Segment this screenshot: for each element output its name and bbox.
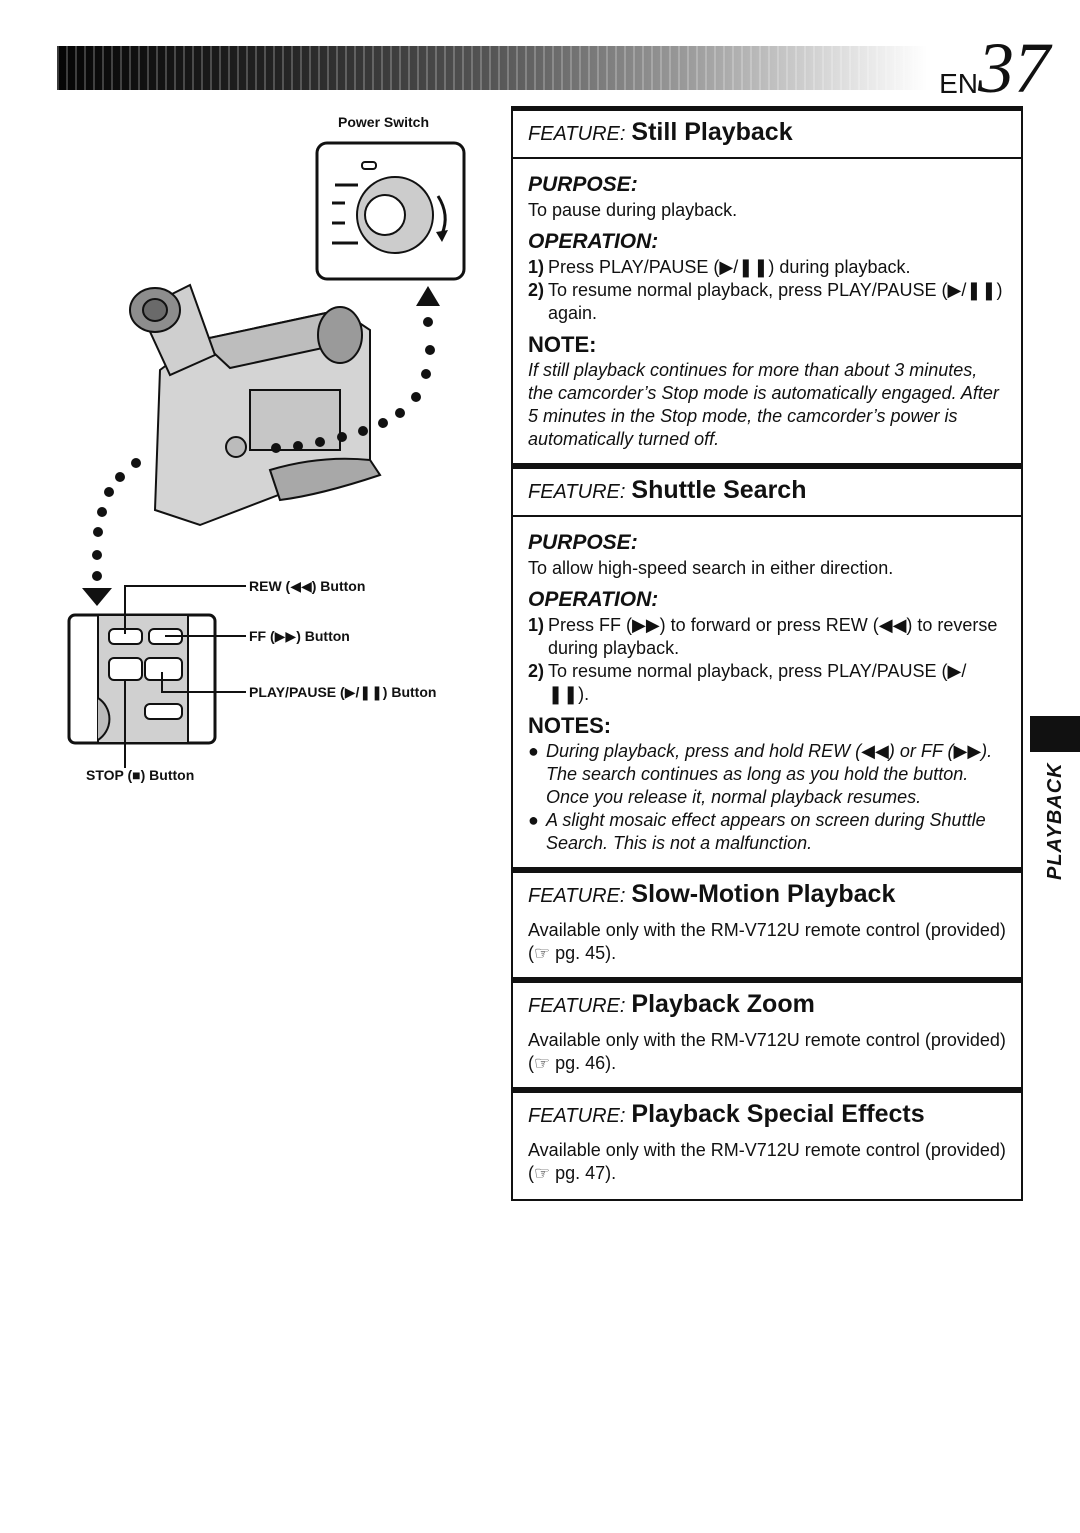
note-heading: NOTE: xyxy=(528,332,597,357)
feature-title-row: FEATURE: Playback Special Effects xyxy=(513,1093,1021,1139)
feature-name: Playback Special Effects xyxy=(631,1100,925,1128)
section-tab-label: PLAYBACK xyxy=(1044,762,1066,880)
section-tab-marker xyxy=(1030,716,1080,752)
note-item: ●A slight mosaic effect appears on scree… xyxy=(528,810,986,853)
feature-title-row: FEATURE: Slow-Motion Playback xyxy=(513,873,1021,919)
camcorder-drawing xyxy=(67,141,466,768)
feature-slow-motion-playback: FEATURE: Slow-Motion Playback Available … xyxy=(511,869,1023,979)
page-number-value: 37 xyxy=(978,28,1050,108)
feature-name: Shuttle Search xyxy=(631,476,807,504)
stop-button-label: STOP (■) Button xyxy=(86,767,195,783)
power-switch-label: Power Switch xyxy=(338,114,430,130)
purpose-heading: PURPOSE: xyxy=(528,531,638,554)
operation-heading: OPERATION: xyxy=(528,230,659,253)
feature-title-row: FEATURE: Playback Zoom xyxy=(513,983,1021,1029)
column-top-rule xyxy=(511,106,1023,111)
feature-tag: FEATURE: xyxy=(528,481,626,503)
feature-tag: FEATURE: xyxy=(528,885,626,907)
operation-step: 1)Press PLAY/PAUSE (▶/❚❚) during playbac… xyxy=(528,257,911,277)
camcorder-illustration: Power Switch xyxy=(40,100,500,820)
bullet-icon: ● xyxy=(528,741,539,761)
rew-button-label: REW (◀◀) Button xyxy=(249,578,366,594)
playpause-button-label: PLAY/PAUSE (▶/❚❚) Button xyxy=(249,684,437,700)
note-item: ●During playback, press and hold REW (◀◀… xyxy=(528,741,993,807)
purpose-text: To pause during playback. xyxy=(528,200,738,220)
feature-text: Available only with the RM-V712U remote … xyxy=(528,920,1006,963)
feature-tag: FEATURE: xyxy=(528,1105,626,1127)
note-text: If still playback continues for more tha… xyxy=(528,360,999,449)
feature-playback-special-effects: FEATURE: Playback Special Effects Availa… xyxy=(511,1089,1023,1201)
notes-heading: NOTES: xyxy=(528,713,612,738)
feature-tag: FEATURE: xyxy=(528,123,626,145)
header-gradient-bar xyxy=(57,46,927,90)
operation-heading: OPERATION: xyxy=(528,588,659,611)
feature-playback-zoom: FEATURE: Playback Zoom Available only wi… xyxy=(511,979,1023,1089)
feature-still-playback: FEATURE: Still Playback PURPOSE: To paus… xyxy=(511,111,1023,465)
feature-name: Still Playback xyxy=(631,118,793,146)
feature-text: Available only with the RM-V712U remote … xyxy=(528,1030,1006,1073)
page-number: EN 37 xyxy=(939,28,1050,108)
feature-title-row: FEATURE: Still Playback xyxy=(513,111,1021,159)
purpose-text: To allow high-speed search in either dir… xyxy=(528,558,894,578)
operation-step: 1)Press FF (▶▶) to forward or press REW … xyxy=(528,615,998,658)
feature-shuttle-search: FEATURE: Shuttle Search PURPOSE: To allo… xyxy=(511,465,1023,869)
bullet-icon: ● xyxy=(528,810,539,830)
feature-title-row: FEATURE: Shuttle Search xyxy=(513,469,1021,517)
feature-column: FEATURE: Still Playback PURPOSE: To paus… xyxy=(511,111,1023,1201)
feature-text: Available only with the RM-V712U remote … xyxy=(528,1140,1006,1183)
operation-step: 2)To resume normal playback, press PLAY/… xyxy=(528,661,967,704)
feature-tag: FEATURE: xyxy=(528,995,626,1017)
purpose-heading: PURPOSE: xyxy=(528,173,638,196)
feature-name: Playback Zoom xyxy=(631,990,815,1018)
ff-button-label: FF (▶▶) Button xyxy=(249,628,350,644)
feature-name: Slow-Motion Playback xyxy=(631,880,896,908)
page-prefix: EN xyxy=(939,68,978,99)
operation-step: 2)To resume normal playback, press PLAY/… xyxy=(528,280,1003,323)
